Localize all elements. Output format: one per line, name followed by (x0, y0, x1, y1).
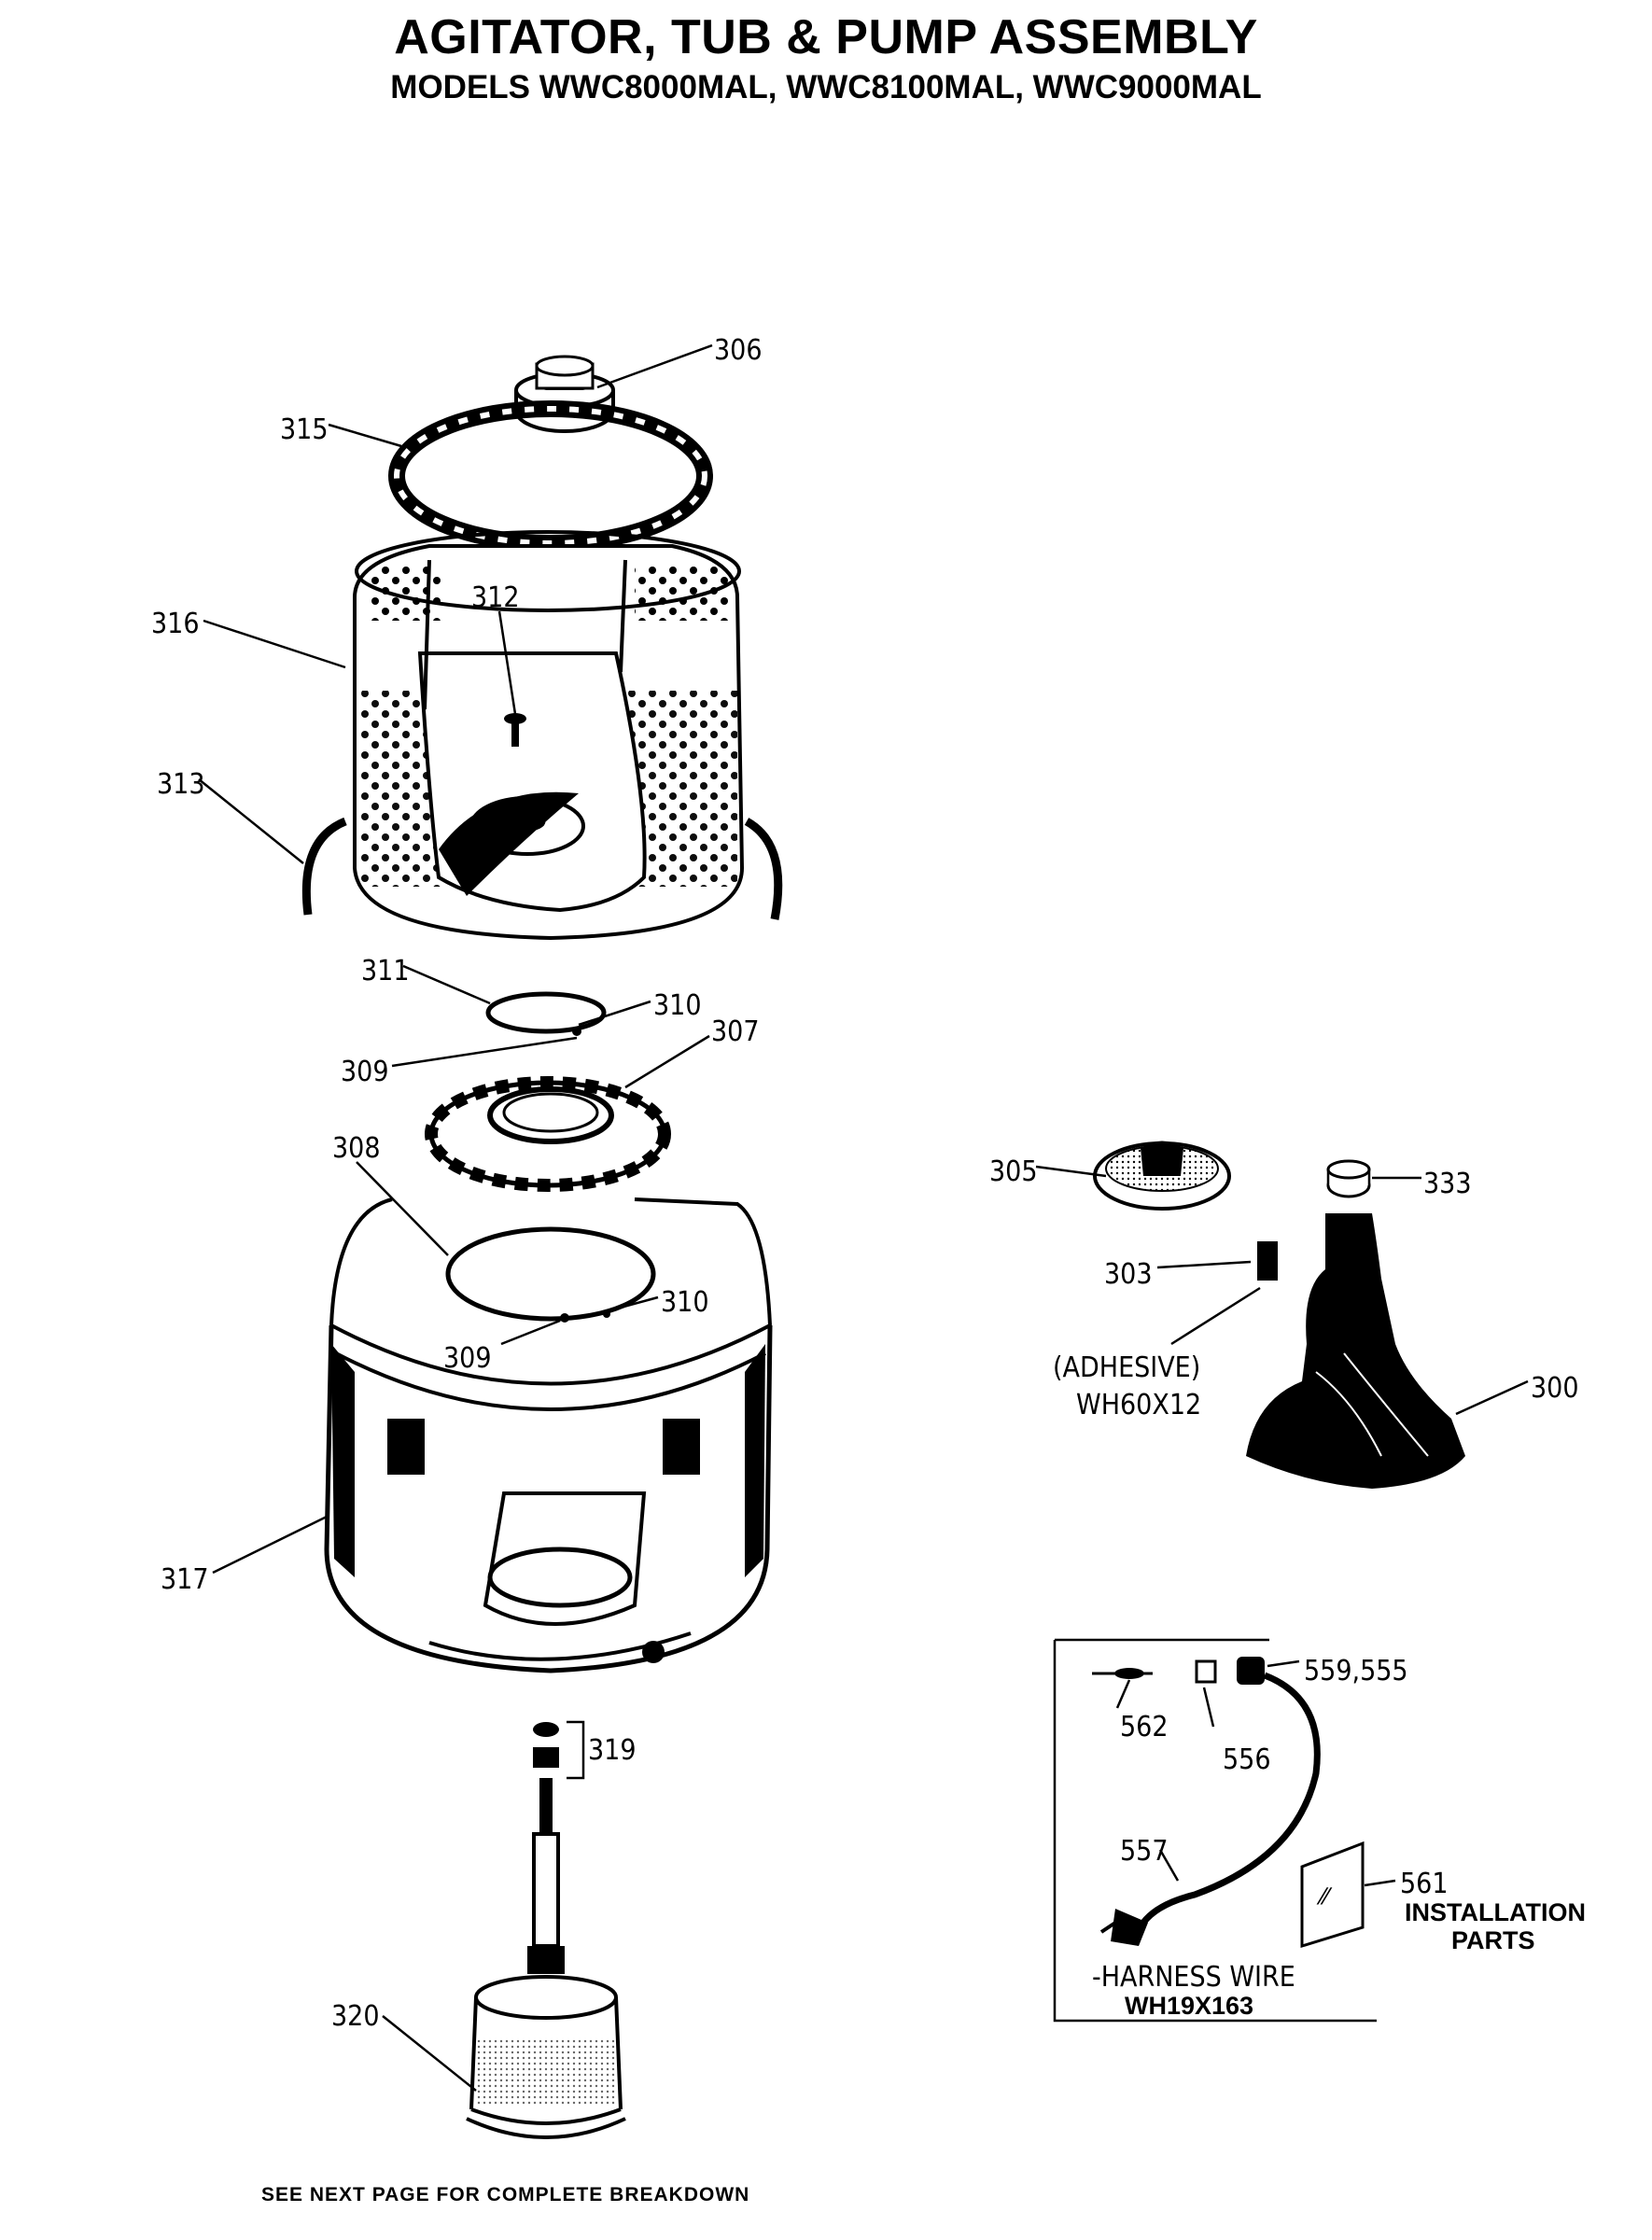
callout-559-555: 559,555 (1304, 1655, 1408, 1687)
agitator-part (1246, 1213, 1465, 1489)
spin-basket-part (353, 530, 745, 941)
models-subtitle: MODELS WWC8000MAL, WWC8100MAL, WWC9000MA… (390, 69, 1262, 105)
callout-311: 311 (361, 955, 410, 987)
harness-part-number: WH19X163 (1125, 1992, 1253, 2020)
callout-562: 562 (1120, 1711, 1169, 1743)
callout-557: 557 (1120, 1835, 1169, 1868)
callout-309-lower: 309 (443, 1342, 492, 1375)
callout-333: 333 (1423, 1168, 1472, 1200)
callout-315: 315 (280, 413, 329, 446)
callout-319: 319 (588, 1734, 637, 1767)
tub-bearing-part (533, 1720, 585, 1780)
hose-clamp-upper-part (485, 991, 607, 1036)
adhesive-label: (ADHESIVE) (1053, 1351, 1200, 1384)
harness-wire-label: -HARNESS WIRE (1092, 1961, 1295, 1994)
callout-313: 313 (157, 768, 205, 801)
callout-306: 306 (714, 334, 763, 367)
callout-305: 305 (989, 1155, 1038, 1188)
callout-312: 312 (471, 581, 520, 614)
callout-307: 307 (711, 1015, 760, 1048)
outer-tub-part (324, 1197, 773, 1673)
balance-ring-part (388, 400, 713, 552)
harness-kit-box: ⁄⁄ (1053, 1638, 1377, 2023)
callout-317: 317 (161, 1563, 209, 1596)
installation-label: INSTALLATION (1405, 1898, 1586, 1926)
callout-300: 300 (1531, 1372, 1579, 1405)
callout-308: 308 (332, 1132, 381, 1165)
agitator-dog-part (1257, 1241, 1278, 1281)
lint-filter-part (1093, 1141, 1231, 1211)
tub-ring-part (445, 1226, 656, 1323)
page-title: AGITATOR, TUB & PUMP ASSEMBLY (394, 10, 1258, 64)
agitator-cap-small-part (1326, 1159, 1371, 1198)
tub-seal-boot-part (425, 1076, 671, 1192)
footer-note: SEE NEXT PAGE FOR COMPLETE BREAKDOWN (261, 2184, 750, 2205)
callout-310-upper: 310 (653, 989, 702, 1022)
callout-310-lower: 310 (661, 1286, 709, 1319)
tub-clip-part (301, 817, 783, 920)
leader-lines (198, 343, 1529, 2092)
callout-320: 320 (331, 2000, 380, 2033)
parts-label: PARTS (1451, 1926, 1535, 1954)
callout-309-upper: 309 (341, 1056, 389, 1088)
drive-transmission-part (466, 1778, 626, 2139)
adhesive-part-number: WH60X12 (1076, 1389, 1201, 1421)
callout-556: 556 (1223, 1743, 1271, 1776)
callout-303: 303 (1104, 1258, 1153, 1291)
callout-561: 561 (1400, 1868, 1449, 1900)
callout-316: 316 (151, 608, 200, 640)
